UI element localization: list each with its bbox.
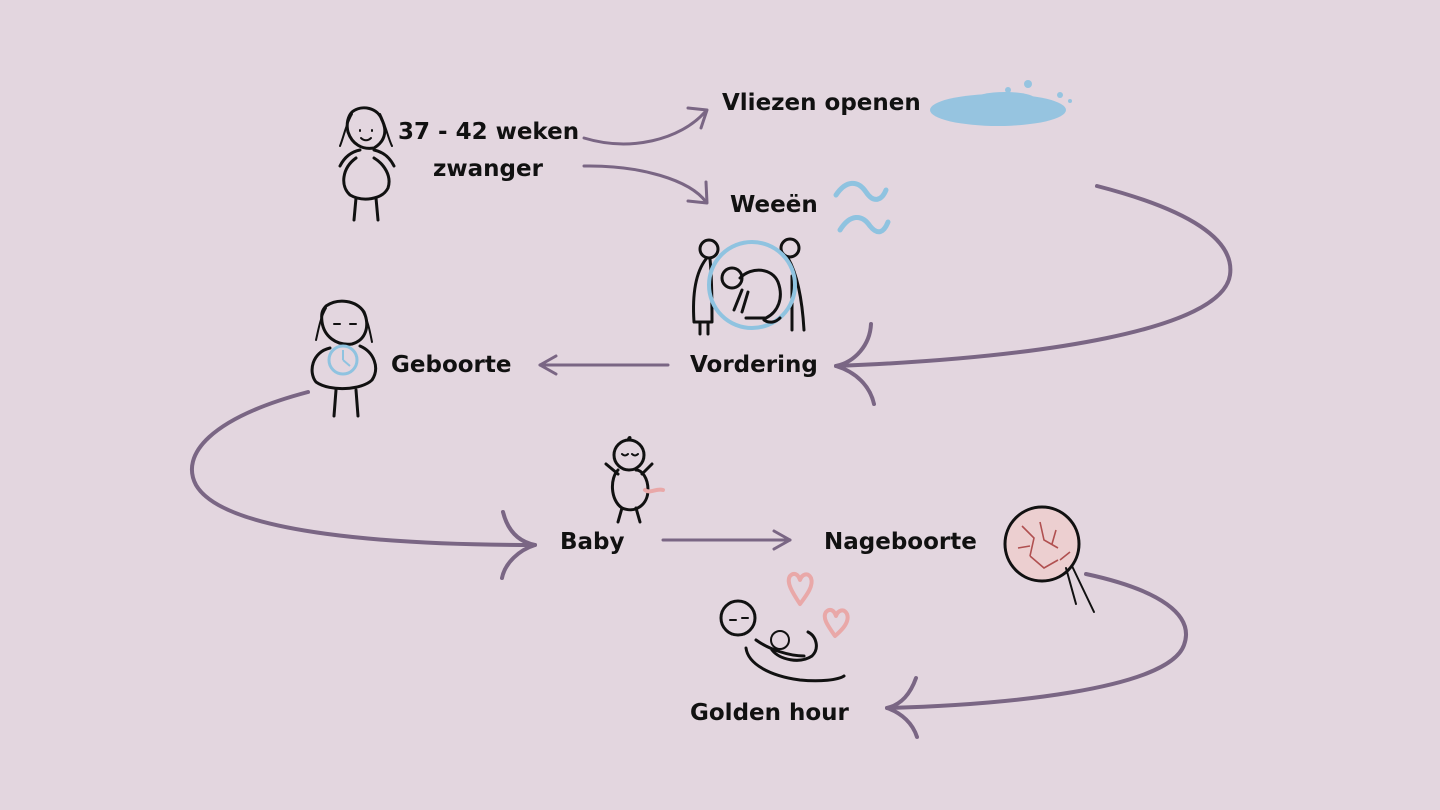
node-membranes-open: Vliezen openen (722, 90, 921, 116)
pregnant-woman-icon (338, 106, 396, 222)
arrow-birth-to-baby (190, 390, 537, 580)
placenta-icon (1003, 505, 1095, 613)
mother-holding-baby-icon (719, 599, 846, 683)
contraction-waves-icon (833, 180, 891, 235)
arrow-membranes-to-progress (834, 184, 1233, 406)
support-people-icon (692, 237, 806, 336)
node-contractions: Weeën (730, 192, 818, 218)
arrow-weeks-to-contractions (582, 164, 709, 205)
node-birth: Geboorte (391, 352, 512, 378)
node-baby: Baby (560, 529, 625, 555)
node-weeks-pregnant: 37 - 42 weken zwanger (398, 114, 580, 188)
heart-icon (822, 607, 850, 638)
weeks-label-line1: 37 - 42 weken (398, 119, 580, 145)
node-progress: Vordering (690, 352, 818, 378)
node-golden-hour: Golden hour (690, 700, 849, 726)
heart-icon (786, 571, 814, 606)
weeks-label-line2: zwanger (433, 155, 543, 182)
woman-with-clock-icon (310, 299, 377, 418)
arrow-afterbirth-to-golden-hour (885, 572, 1188, 739)
node-afterbirth: Nageboorte (824, 529, 977, 555)
water-puddle-icon (930, 80, 1072, 126)
arrow-progress-to-birth (538, 354, 670, 376)
arrow-weeks-to-membranes (582, 106, 709, 146)
newborn-baby-icon (604, 436, 665, 524)
arrow-baby-to-afterbirth (661, 529, 792, 551)
